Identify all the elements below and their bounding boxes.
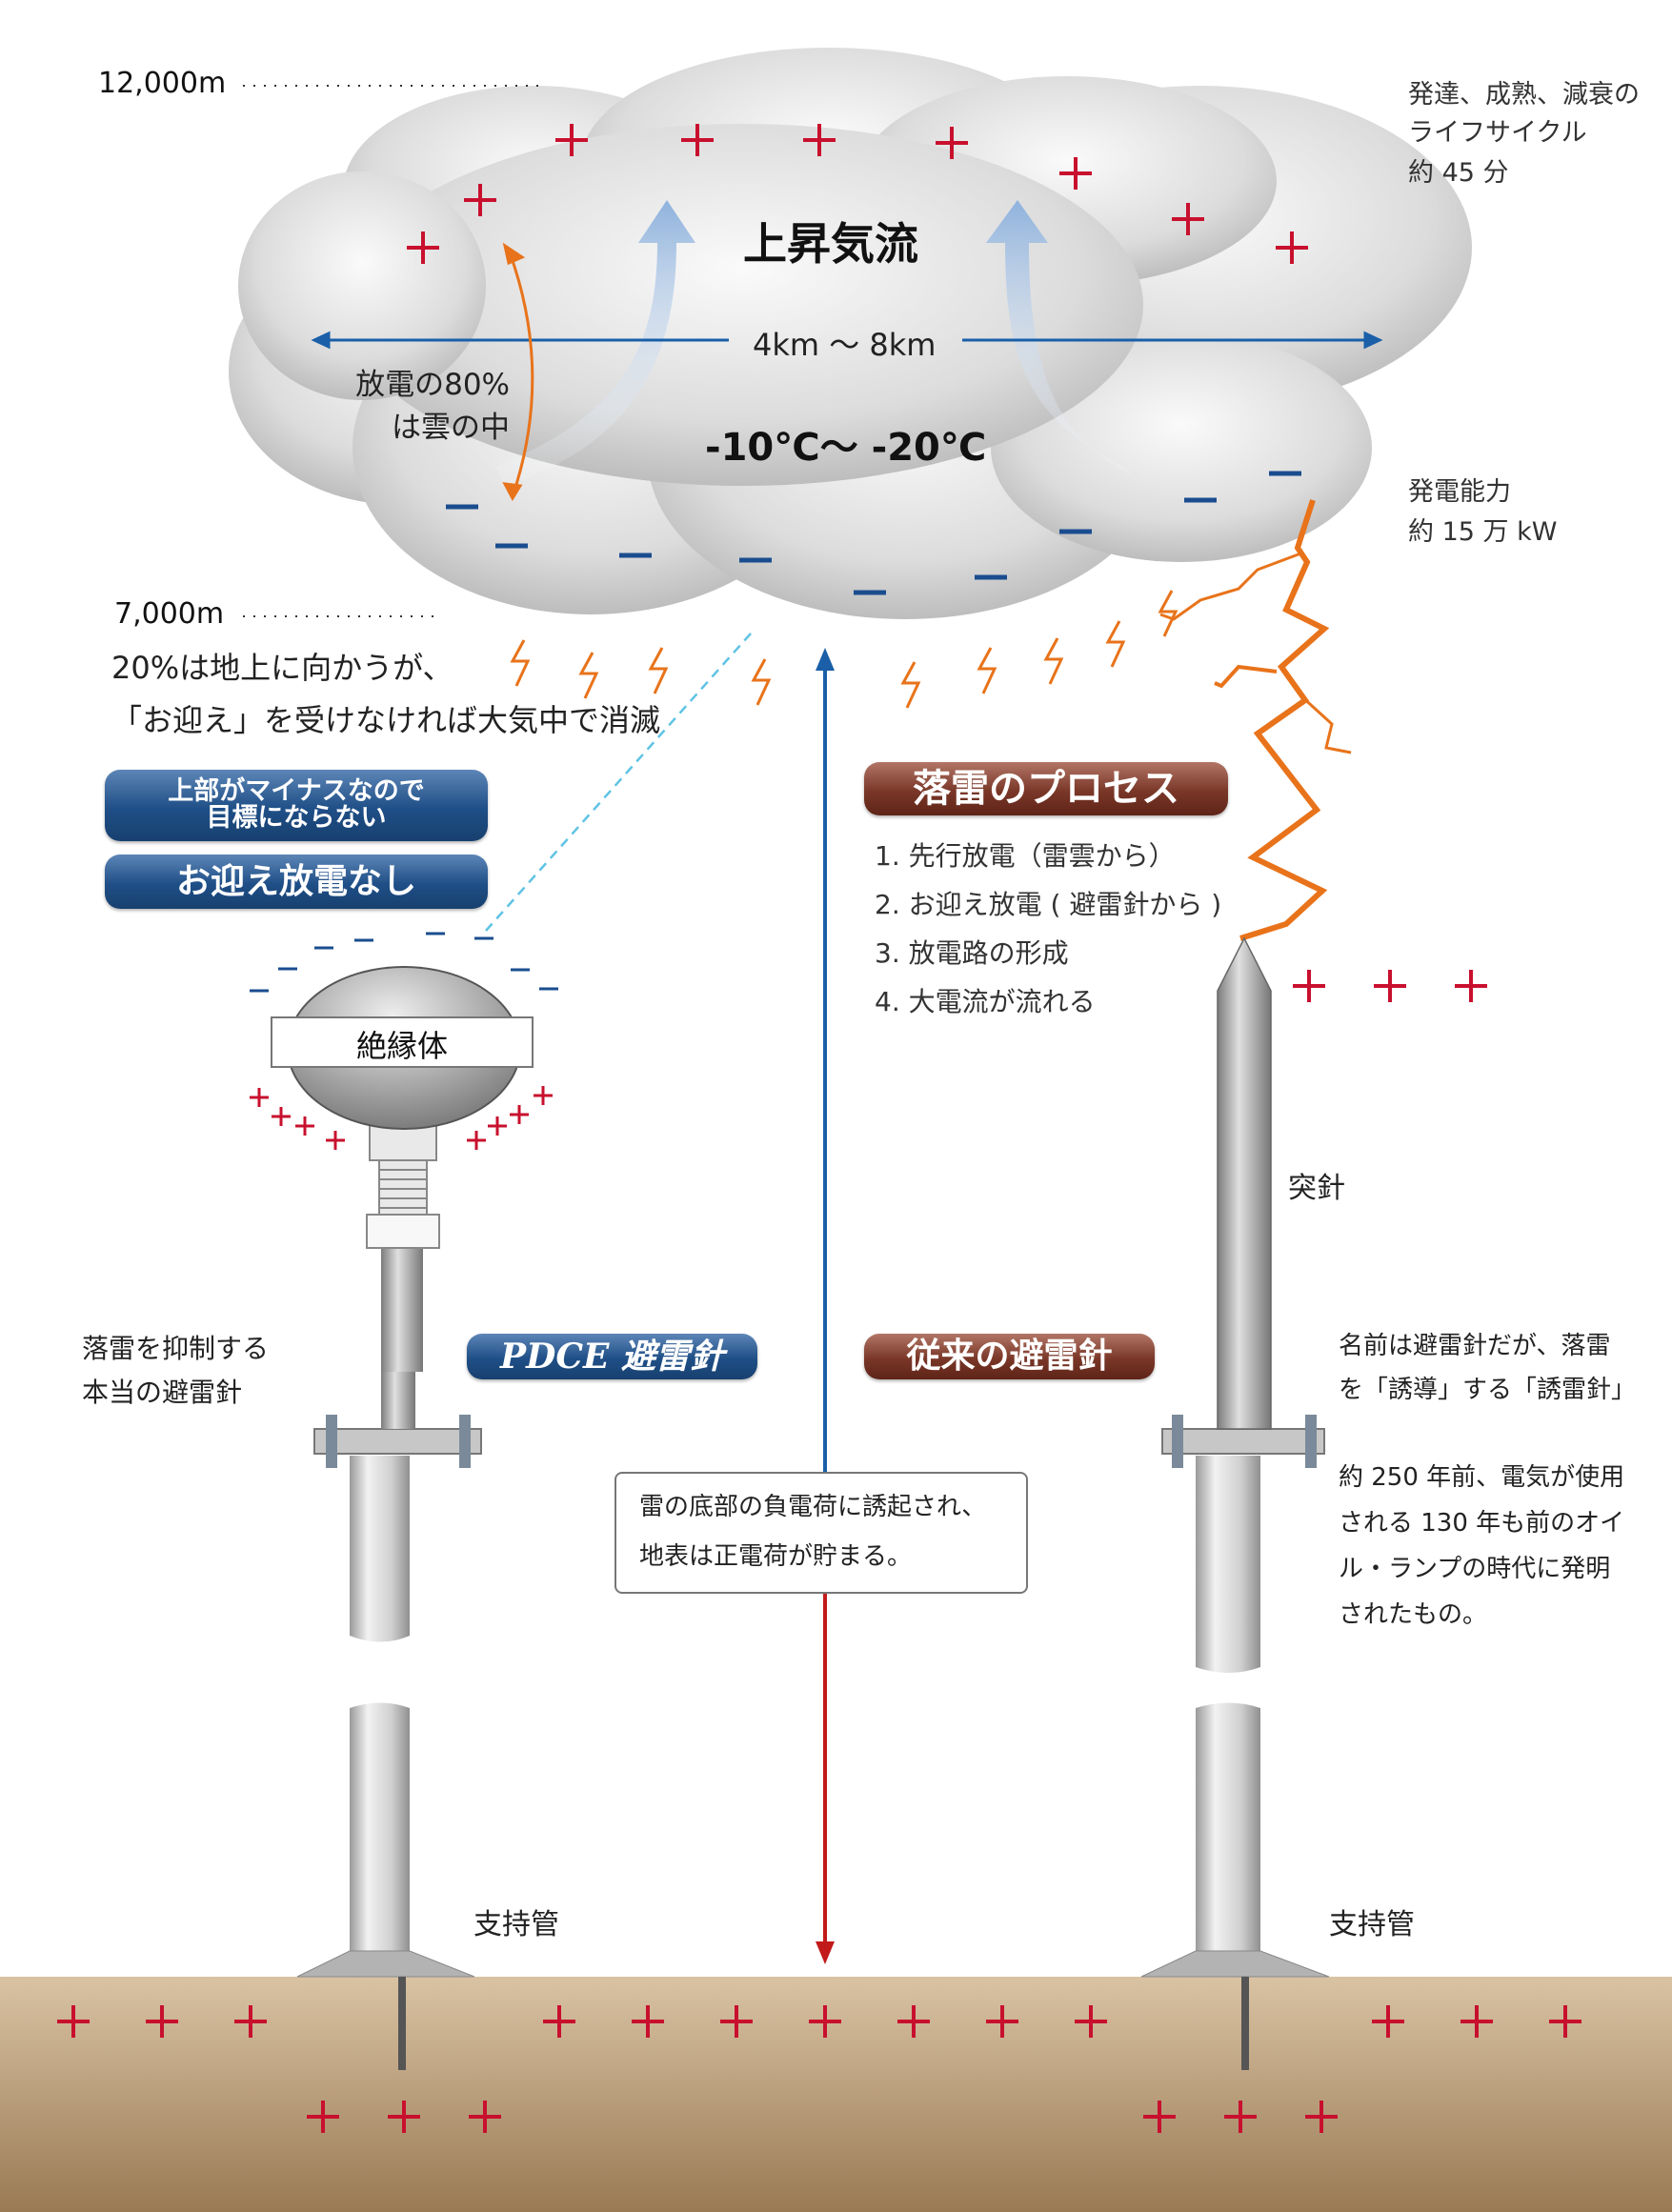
conventional-history-line3: ル・ランプの時代に発明 — [1339, 1555, 1611, 1583]
cloud-temperature-label: -10℃～ -20℃ — [705, 426, 987, 470]
main-lightning-bolt — [1159, 499, 1352, 941]
process-steps: 1. 先行放電（雷雲から） 2. お迎え放電 ( 避雷針から ) 3. 放電路の… — [875, 832, 1221, 1026]
in-cloud-discharge-line1: 放電の80% — [355, 368, 510, 402]
power-line2: 約 15 万 kW — [1408, 517, 1558, 547]
altitude-7000-label: 7,000m — [114, 597, 225, 631]
updraft-arrows — [495, 200, 1134, 486]
process-title-badge: 落雷のプロセス — [864, 762, 1228, 815]
power-line1: 発電能力 — [1408, 477, 1511, 507]
lifecycle-line2: ライフサイクル — [1408, 118, 1587, 148]
pdce-name-badge: PDCE 避雷針 — [467, 1334, 757, 1379]
conventional-history-line1: 約 250 年前、電気が使用 — [1339, 1463, 1625, 1492]
pdce-lightning-rod — [271, 966, 534, 2070]
cloud-positive-charges — [407, 124, 1308, 264]
pdce-insulator-band — [271, 1016, 534, 1068]
conventional-history-line4: されたもの。 — [1339, 1600, 1488, 1629]
pdce-suppress-line1: 落雷を抑制する — [82, 1333, 270, 1364]
process-step-1: 1. 先行放電（雷雲から） — [875, 840, 1176, 872]
ground — [0, 1977, 1672, 2212]
cloud-width-label: 4km ～ 8km — [753, 327, 937, 363]
spike-label: 突針 — [1288, 1172, 1345, 1205]
pdce-positive-charges — [250, 1086, 553, 1150]
pdce-support-pipe-lower — [350, 1702, 410, 1951]
process-step-3: 3. 放電路の形成 — [875, 937, 1069, 969]
no-target-dashed-line — [485, 633, 752, 932]
pdce-suppress-note: 落雷を抑制する 本当の避雷針 — [82, 1327, 269, 1415]
conventional-desc-line1: 名前は避雷針だが、落雷 — [1339, 1332, 1611, 1360]
process-step-2: 2. お迎え放電 ( 避雷針から ) — [875, 889, 1222, 920]
pdce-support-label: 支持管 — [473, 1908, 559, 1941]
pdce-flange — [313, 1428, 482, 1455]
in-cloud-discharge-arrow — [502, 242, 534, 502]
conventional-history: 約 250 年前、電気が使用 される 130 年も前のオイ ル・ランプの時代に発… — [1339, 1455, 1624, 1638]
conventional-desc: 名前は避雷針だが、落雷 を「誘導」する「誘雷針」 — [1339, 1324, 1636, 1412]
pdce-ground-electrode — [398, 1977, 406, 2070]
pdce-negative-charges — [250, 932, 558, 993]
conventional-history-line2: される 130 年も前のオイ — [1339, 1509, 1625, 1538]
pdce-reason-badge: 上部がマイナスなので 目標にならない — [105, 770, 488, 841]
central-induction-arrow — [816, 648, 835, 1964]
conventional-support-label: 支持管 — [1329, 1908, 1415, 1941]
conventional-spike — [1217, 936, 1272, 1430]
pdce-suppress-line2: 本当の避雷針 — [82, 1377, 243, 1408]
altitude-12000-label: 12,000m — [98, 67, 227, 100]
pdce-threaded-neck — [369, 1123, 437, 1216]
conventional-ground-electrode — [1241, 1977, 1249, 2070]
ground-note-line1: 20%は地上に向かうが、 — [111, 650, 453, 686]
pdce-support-pipe-upper — [350, 1456, 410, 1642]
conventional-name-badge: 従来の避雷針 — [864, 1334, 1155, 1379]
pdce-reason-line1: 上部がマイナスなので — [168, 776, 425, 806]
in-cloud-discharge-line2: は雲の中 — [392, 411, 510, 445]
induction-line2: 地表は正電荷が貯まる。 — [639, 1542, 913, 1571]
ground-positive-charges — [57, 2005, 1581, 2133]
process-step-4: 4. 大電流が流れる — [875, 986, 1096, 1017]
cloud-negative-charges — [446, 471, 1301, 595]
conventional-desc-line2: を「誘導」する「誘雷針」 — [1339, 1376, 1637, 1404]
lifecycle-line1: 発達、成熟、減衰の — [1408, 80, 1640, 110]
induction-note-box: 雷の底部の負電荷に誘起され、 地表は正電荷が貯まる。 — [614, 1472, 1028, 1594]
conventional-lightning-rod — [1140, 936, 1330, 2070]
induction-line1: 雷の底部の負電荷に誘起され、 — [639, 1493, 987, 1521]
cloud-width-arrow — [311, 331, 1383, 350]
stepped-leaders-small — [510, 590, 1178, 709]
updraft-label: 上昇気流 — [743, 218, 918, 270]
ground-note-line2: 「お迎え」を受けなければ大気中で消滅 — [111, 702, 661, 738]
tip-positive-charges — [1293, 970, 1487, 1002]
lifecycle-line3: 約 45 分 — [1408, 158, 1509, 188]
insulator-label: 絶縁体 — [355, 1028, 448, 1064]
pdce-reason-line2: 目標にならない — [206, 803, 387, 833]
no-upward-discharge-badge: お迎え放電なし — [105, 855, 488, 909]
